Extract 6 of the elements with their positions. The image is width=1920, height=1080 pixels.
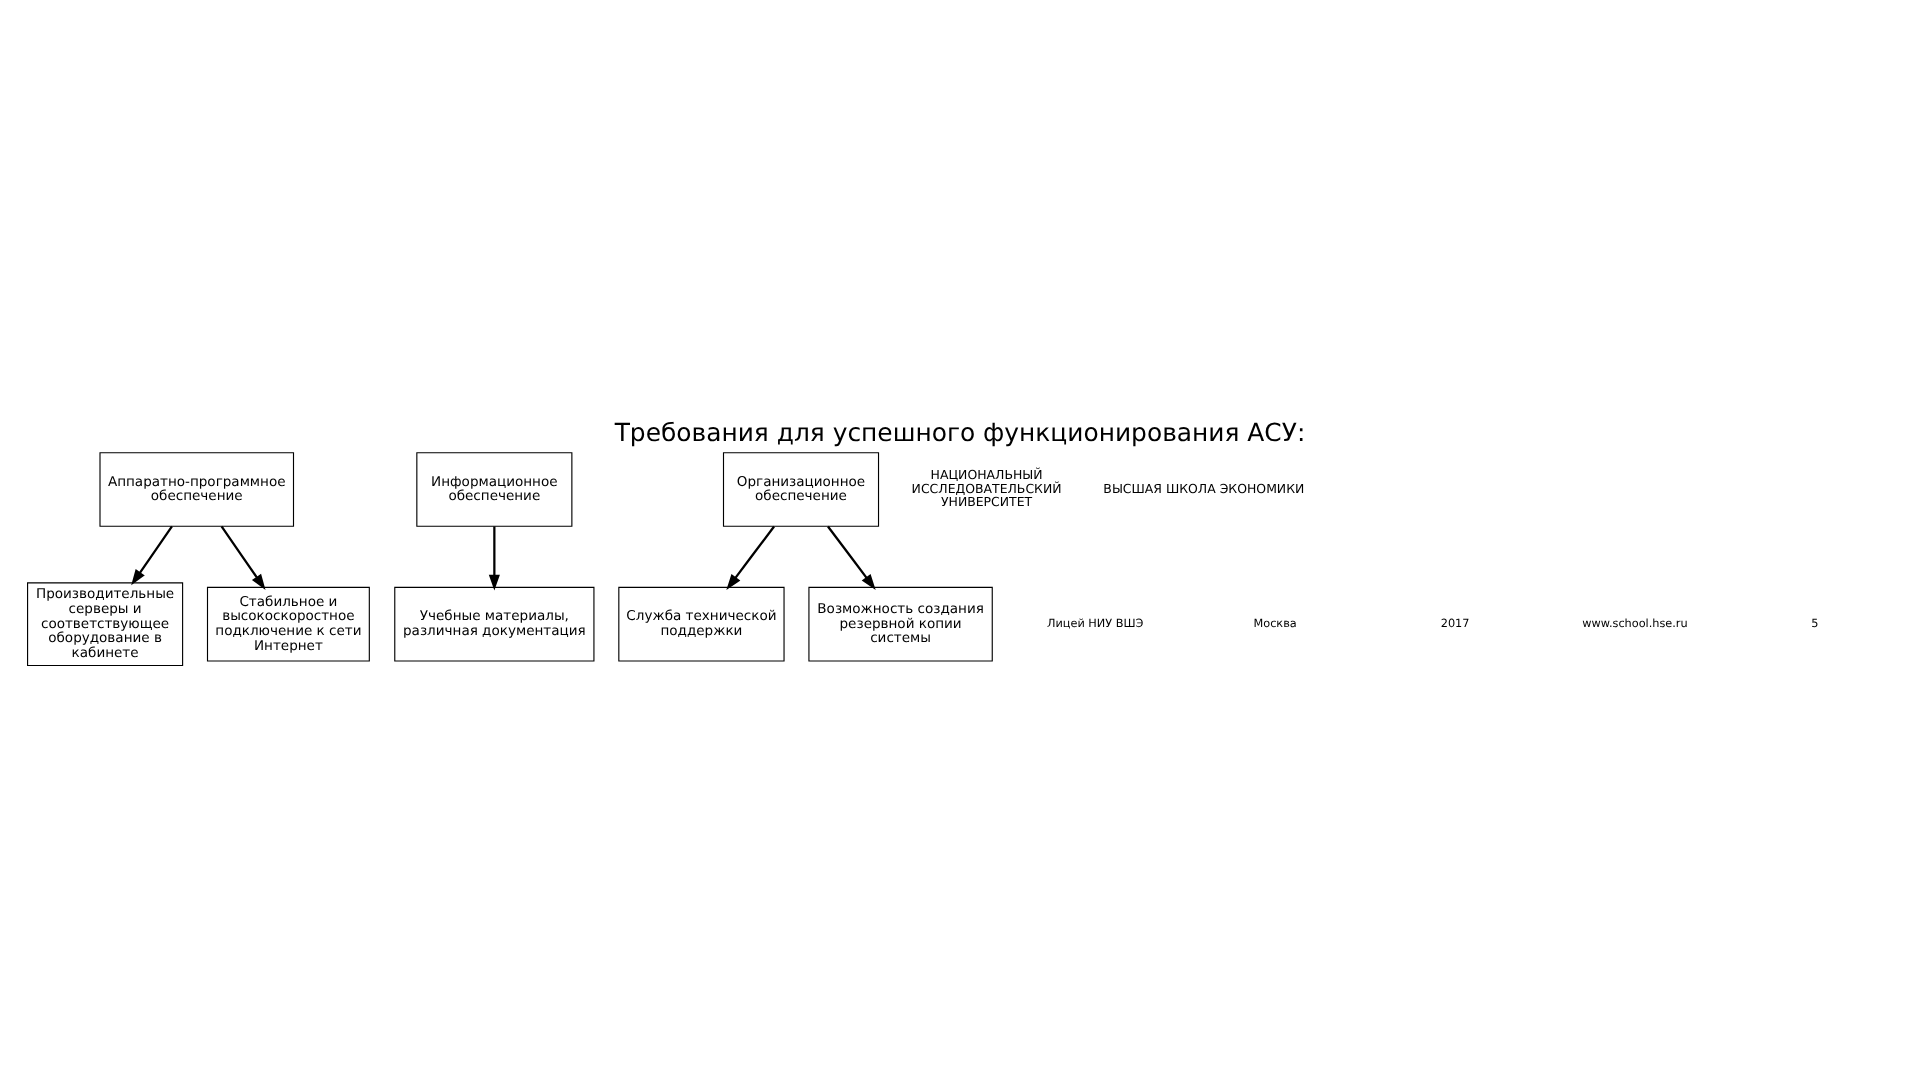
arrow [827,524,876,589]
arrow [131,524,173,585]
arrow [220,524,266,589]
diagram-title: Требования для успешного функционирования АСУ: [614,415,1306,446]
arrow [726,524,775,589]
arrow [488,525,500,590]
